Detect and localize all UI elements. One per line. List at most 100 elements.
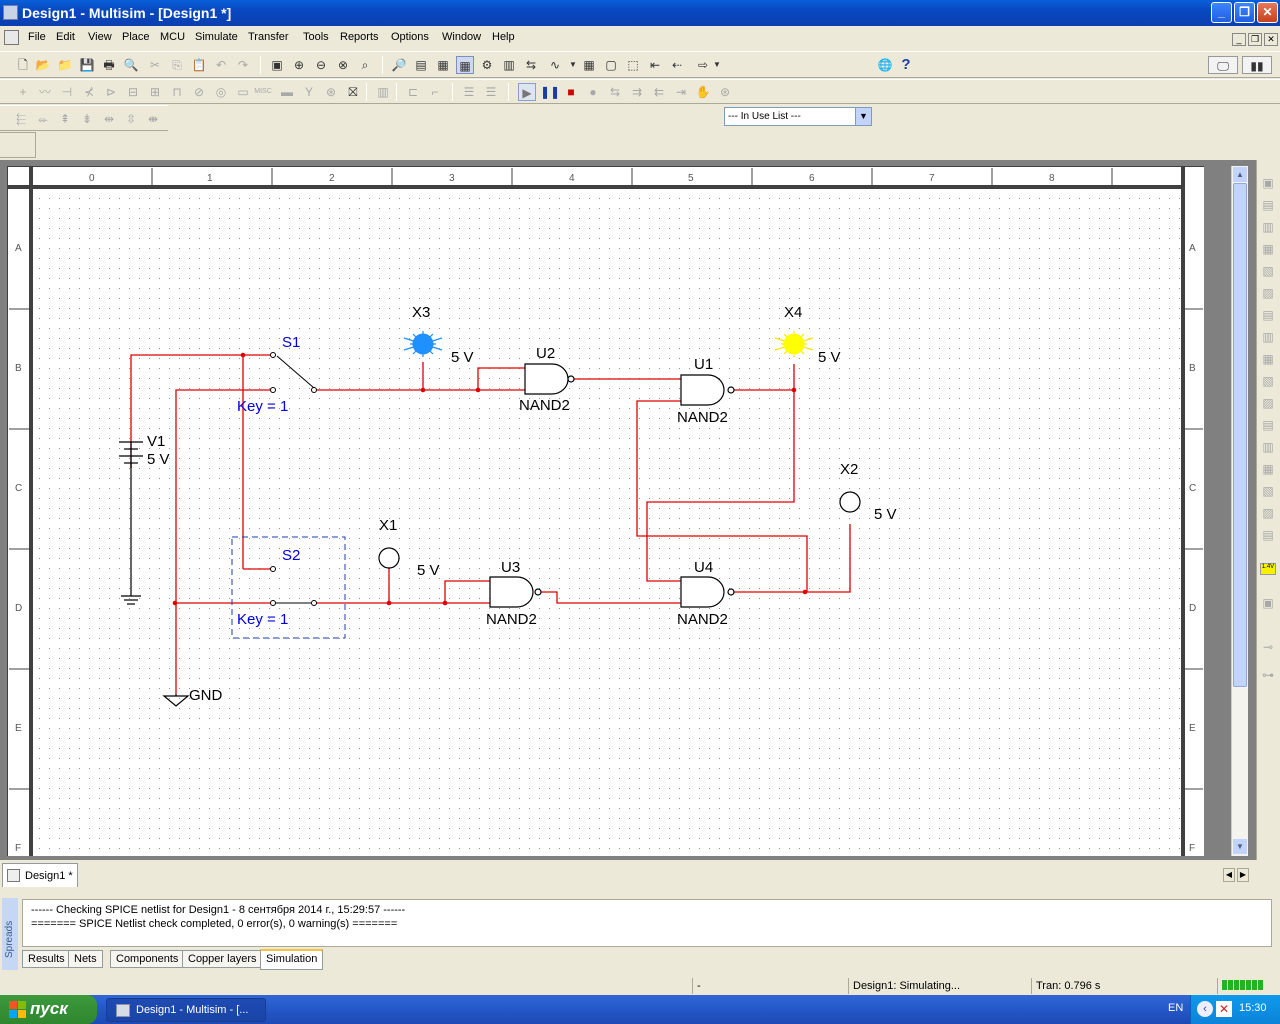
probe-voltage-icon[interactable]: ⇉: [631, 85, 643, 99]
network-analyzer-icon[interactable]: ▦: [1262, 462, 1274, 476]
menu-place[interactable]: Place: [122, 31, 150, 43]
four-channel-scope-icon[interactable]: ▧: [1262, 264, 1274, 278]
power-component-icon[interactable]: ▭: [237, 85, 249, 99]
transfer-dropdown-icon[interactable]: ▼: [713, 60, 721, 69]
bus-icon[interactable]: ⌐: [431, 85, 439, 99]
schematic-sheet[interactable]: 0 1 2 3 4 5 6 7 8 A B C D E F A B C D E …: [7, 166, 1204, 856]
new-icon[interactable]: 🗋: [18, 58, 28, 72]
mixed-component-icon[interactable]: ⊘: [193, 85, 205, 99]
basic-component-icon[interactable]: 〰: [38, 85, 51, 99]
print-icon[interactable]: 🖶: [103, 58, 115, 72]
agilent-generator-icon[interactable]: ▧: [1262, 484, 1274, 498]
language-indicator[interactable]: EN: [1168, 1002, 1184, 1014]
back-annotate-icon[interactable]: ⇤: [649, 58, 661, 72]
tab-simulation[interactable]: Simulation: [260, 949, 324, 970]
scroll-thumb[interactable]: [1233, 183, 1247, 687]
align-bottom-icon[interactable]: ⇟: [81, 112, 93, 126]
bode-plotter-icon[interactable]: ▨: [1262, 286, 1274, 300]
multimeter-icon[interactable]: ▣: [1262, 176, 1274, 190]
tab-scroll-right-icon[interactable]: ▶: [1237, 868, 1249, 882]
list-detail-icon[interactable]: ☰: [485, 85, 497, 99]
title-bar[interactable]: Design1 - Multisim - [Design1 *] _ ❐ ✕: [0, 0, 1280, 26]
menu-reports[interactable]: Reports: [340, 31, 379, 43]
multisim-app-icon[interactable]: [3, 5, 18, 20]
minimize-button[interactable]: _: [1211, 2, 1232, 23]
distortion-analyzer-icon[interactable]: ▤: [1262, 418, 1274, 432]
align-right-icon[interactable]: ⬰: [38, 112, 48, 126]
full-screen-icon[interactable]: ▣: [271, 58, 283, 72]
tab-components[interactable]: Components: [110, 950, 185, 968]
tab-scroll-left-icon[interactable]: ◀: [1223, 868, 1235, 882]
menu-help[interactable]: Help: [492, 31, 515, 43]
ttl-component-icon[interactable]: ⊟: [127, 85, 139, 99]
chevron-down-icon[interactable]: ▼: [855, 108, 871, 125]
redo-icon[interactable]: ↷: [237, 58, 249, 72]
tektronix-scope-icon[interactable]: ⊶: [1262, 668, 1274, 682]
antivirus-tray-icon[interactable]: ✕: [1216, 1001, 1232, 1017]
rf-component-icon[interactable]: Y: [304, 85, 313, 99]
start-button[interactable]: пуск: [0, 995, 97, 1024]
globe-icon[interactable]: 🌐: [877, 58, 893, 72]
current-probe-icon[interactable]: ⊸: [1262, 640, 1274, 654]
tab-design1[interactable]: Design1 *: [2, 863, 78, 887]
iv-analyzer-icon[interactable]: ▨: [1262, 396, 1274, 410]
electrical-rules-check-icon[interactable]: ▦: [583, 58, 595, 72]
help-icon[interactable]: ?: [901, 56, 911, 73]
misc-component-icon[interactable]: MISC: [254, 88, 272, 95]
logic-analyzer-icon[interactable]: ▦: [1262, 352, 1274, 366]
scroll-down-icon[interactable]: ▼: [1233, 839, 1247, 854]
mcu-component-icon[interactable]: ▥: [377, 85, 389, 99]
grapher-dropdown-icon[interactable]: ▼: [569, 60, 577, 69]
zoom-fit-icon[interactable]: ⌕: [361, 58, 369, 72]
function-generator-icon[interactable]: ▤: [1262, 198, 1274, 212]
labview-instrument-icon[interactable]: ▣: [1262, 596, 1274, 610]
taskbar-item-multisim[interactable]: Design1 - Multisim - [...: [106, 998, 266, 1022]
transistor-component-icon[interactable]: ⊀: [83, 85, 95, 99]
probe-zoom-icon[interactable]: ⊛: [719, 85, 731, 99]
transfer-icon[interactable]: ⇠: [671, 58, 683, 72]
place-ladder-icon[interactable]: ⛝: [348, 85, 358, 99]
probe-current-icon[interactable]: ⇇: [653, 85, 665, 99]
tab-results[interactable]: Results: [22, 950, 71, 968]
component-wizard-icon[interactable]: ▥: [503, 58, 515, 72]
source-component-icon[interactable]: +: [19, 85, 27, 99]
indicator-component-icon[interactable]: ◎: [215, 85, 227, 99]
advanced-peripherals-icon[interactable]: ▬: [281, 85, 293, 99]
hierarchical-block-icon[interactable]: ⊏: [407, 85, 419, 99]
align-left-icon[interactable]: ⬱: [16, 112, 26, 126]
agilent-multimeter-icon[interactable]: ▨: [1262, 506, 1274, 520]
mdi-restore-button[interactable]: ❐: [1248, 33, 1262, 46]
database-manager-icon[interactable]: ⚙: [481, 58, 493, 72]
probe-power-icon[interactable]: ⇥: [675, 85, 687, 99]
vertical-scrollbar[interactable]: ▲ ▼: [1231, 166, 1248, 856]
postprocessor-icon[interactable]: ⇆: [525, 58, 537, 72]
clock[interactable]: 15:30: [1239, 1002, 1267, 1014]
menu-mcu[interactable]: MCU: [160, 31, 186, 43]
frequency-counter-icon[interactable]: ▤: [1262, 308, 1274, 322]
in-use-list-select[interactable]: --- In Use List --- ▼: [724, 107, 872, 126]
in-use-transfer-icon[interactable]: ⇨: [697, 58, 709, 72]
spreadsheet-view-icon[interactable]: ▦: [437, 58, 449, 72]
restore-button[interactable]: ❐: [1234, 2, 1255, 23]
wattmeter-icon[interactable]: ▥: [1262, 220, 1274, 234]
zoom-in-icon[interactable]: ⊕: [293, 58, 305, 72]
find-icon[interactable]: 🔎: [391, 58, 407, 72]
grid-icon[interactable]: ▦: [456, 56, 474, 74]
close-button[interactable]: ✕: [1257, 2, 1278, 23]
align-top-icon[interactable]: ⇞: [59, 112, 71, 126]
menu-tools[interactable]: Tools: [303, 31, 329, 43]
oscilloscope-icon[interactable]: ▦: [1262, 242, 1274, 256]
word-generator-icon[interactable]: ▥: [1262, 330, 1274, 344]
mdi-close-button[interactable]: ✕: [1264, 33, 1278, 46]
electromechanical-icon[interactable]: ⊛: [325, 85, 337, 99]
zoom-out-icon[interactable]: ⊖: [315, 58, 327, 72]
pause-indicator-icon[interactable]: ▮▮: [1242, 56, 1272, 74]
annotate-icon[interactable]: ▢: [605, 58, 617, 72]
tab-copper-layers[interactable]: Copper layers: [182, 950, 263, 968]
cmos-component-icon[interactable]: ⊞: [149, 85, 161, 99]
probe-settings-icon[interactable]: ⇆: [609, 85, 621, 99]
measurement-probe-icon[interactable]: 1.4V: [1260, 563, 1276, 575]
zoom-area-icon[interactable]: ⊗: [337, 58, 349, 72]
pause-simulation-icon[interactable]: ❚❚: [540, 85, 561, 99]
copy-icon[interactable]: ⎘: [172, 58, 182, 72]
